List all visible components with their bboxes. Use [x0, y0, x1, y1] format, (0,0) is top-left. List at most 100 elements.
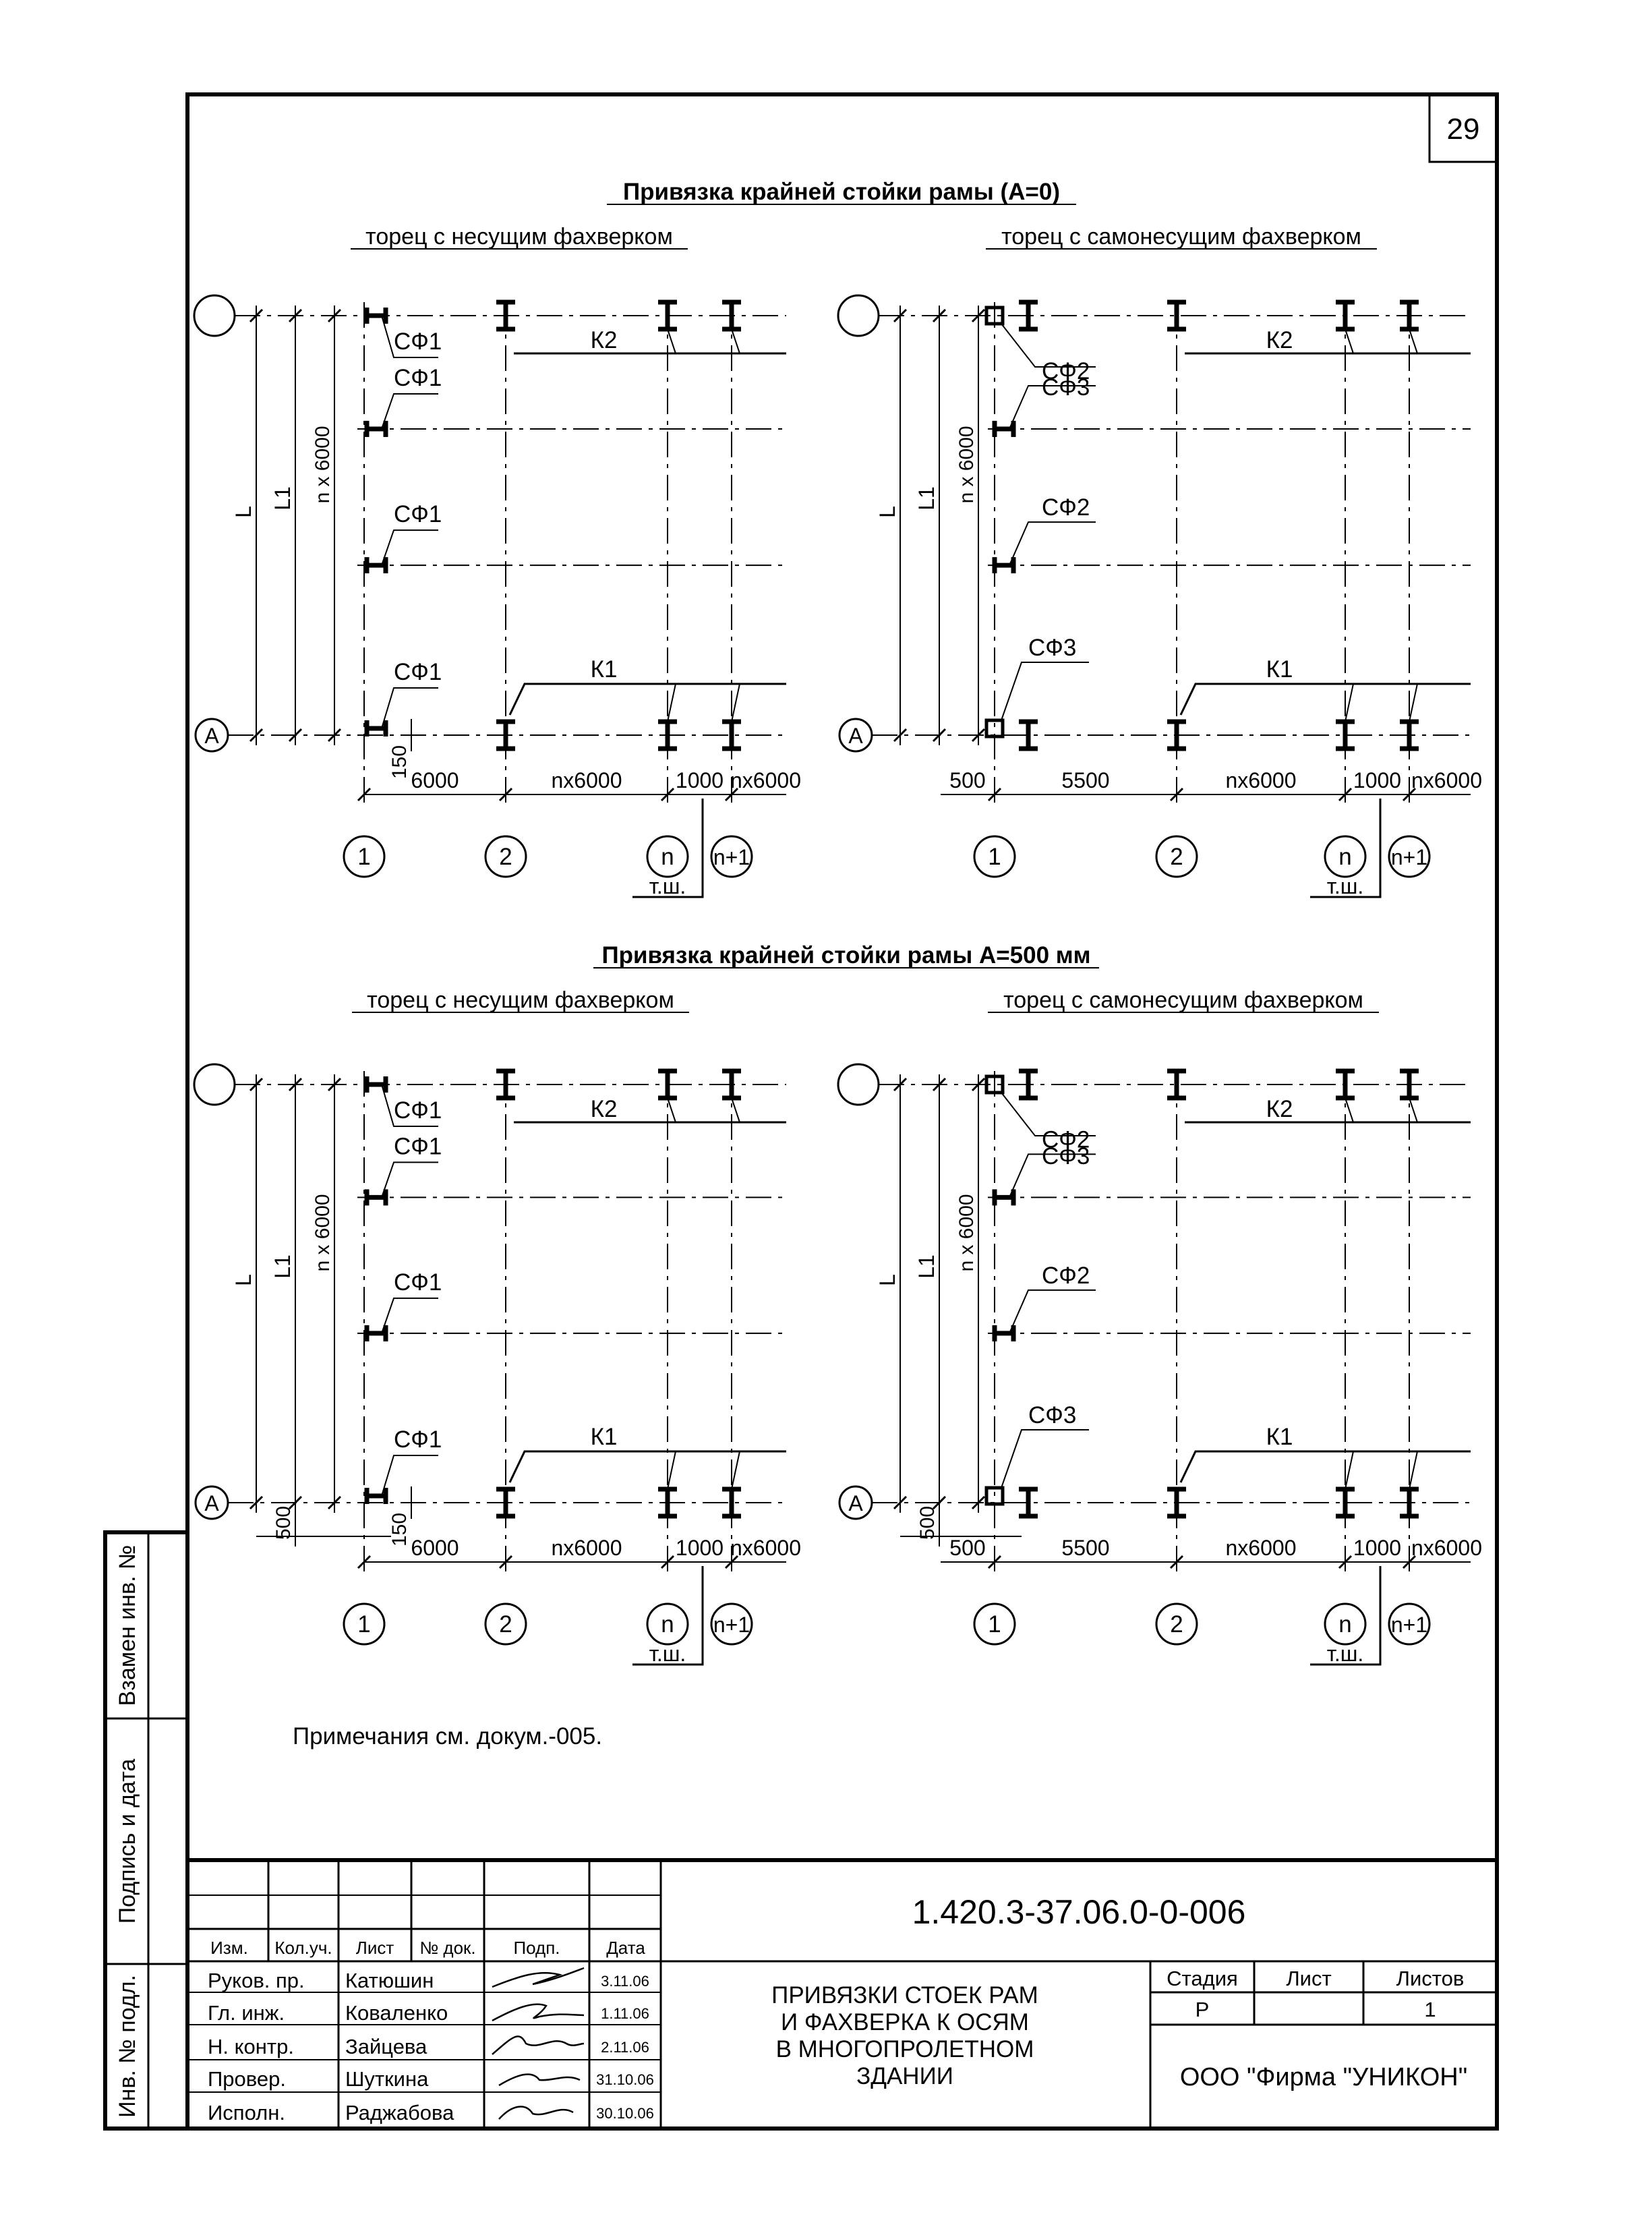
axis-bubble-1: 1 [973, 835, 1016, 878]
label-sf3-top: СФ3 [1042, 374, 1090, 401]
temperature-joint-label: т.ш. [649, 874, 686, 898]
column-leader [731, 683, 740, 722]
dimension-tick [932, 1077, 947, 1092]
dimension-tick [971, 1495, 986, 1510]
leader-sf1 [381, 529, 438, 566]
temperature-joint-label: т.ш. [649, 1642, 686, 1666]
dimension-tick [932, 728, 947, 743]
dimension-tick [327, 308, 342, 323]
frame-column-top [496, 299, 515, 332]
dim-label-horizontal: 1000 [676, 768, 724, 792]
frame-column-bottom [1167, 719, 1186, 751]
column-leader [667, 328, 676, 354]
column-leader [731, 1097, 740, 1123]
axis-bubble-circle [193, 294, 236, 337]
signer-name: Зайцева [345, 2035, 427, 2058]
dim-label-horizontal: 6000 [411, 1536, 459, 1560]
beam-k2-label: К2 [591, 327, 618, 353]
signer-role: Руков. пр. [208, 1969, 305, 1992]
column-leader [1345, 683, 1354, 722]
axis-bubble-label: А [204, 1491, 219, 1515]
column-leader [1409, 1097, 1418, 1123]
axis-bubble-label: n+1 [713, 1613, 750, 1637]
leader-sf1 [381, 687, 438, 729]
signer-name: Катюшин [345, 1969, 434, 1992]
frame-column-top [1336, 299, 1355, 332]
sheets-label: Листов [1396, 1967, 1465, 1990]
dim-label-horizontal: 5500 [1061, 768, 1109, 792]
section-1-title: Привязка крайней стойки рамы (А=0) [623, 179, 1060, 205]
axis-bubble-n: n [1324, 835, 1367, 878]
dimension-tick [288, 308, 303, 323]
leader-sf1 [381, 315, 438, 358]
section-1-right-caption: торец с самонесущим фахверком [1001, 224, 1361, 250]
leader-sf3-top [1001, 1092, 1096, 1136]
beam-k1-label: К1 [1266, 1424, 1293, 1450]
fachwerk-post-sf1 [364, 308, 388, 324]
leader-sf2 [1009, 384, 1096, 430]
frame-column-bottom [1019, 1486, 1038, 1519]
dimension-tick [357, 787, 372, 802]
dim-label-L1: L1 [270, 486, 295, 511]
dimension-tick [249, 308, 264, 323]
signer-role: Исполн. [208, 2101, 285, 2124]
temperature-joint-label: т.ш. [1327, 1642, 1364, 1666]
dim-label-150: 150 [388, 745, 411, 779]
leader-sf1 [381, 1161, 438, 1198]
axis-bubble-circle [710, 1602, 753, 1646]
side-stamp-strip: Взамен инв. № Подпись и дата Инв. № подл… [103, 1530, 189, 2131]
fachwerk-post-sf1 [364, 1189, 388, 1206]
axis-bubble-2: 2 [484, 1602, 527, 1646]
section-1-left-caption: торец с несущим фахверком [365, 224, 673, 250]
axis-bubble-circle [1388, 835, 1431, 878]
frame-column-top [1336, 1068, 1355, 1101]
axis-bubble-label: 2 [499, 844, 512, 870]
dimension-tick [1338, 1555, 1353, 1569]
hdr-date: Дата [606, 1938, 645, 1958]
frame-column-bottom [1019, 719, 1038, 751]
axis-bubble-circle [1324, 1602, 1367, 1646]
axis-bubble-top [193, 294, 236, 337]
dim-label-n6000: n x 6000 [312, 426, 334, 503]
dim-label-horizontal: 500 [949, 768, 985, 792]
axis-bubble-a: А [194, 1485, 229, 1520]
temperature-joint-bracket [1310, 1566, 1382, 1666]
axis-bubble-circle [484, 835, 527, 878]
axis-bubble-label: А [848, 1491, 863, 1515]
dim-label-horizontal: 1000 [676, 1536, 724, 1560]
axis-bubble-n: n [646, 835, 689, 878]
dim-label-horizontal: 500 [949, 1536, 985, 1560]
dim-label-L1: L1 [270, 1254, 295, 1279]
axis-bubble-n1: n+1 [710, 835, 753, 878]
hdr-izm: Изм. [210, 1938, 248, 1958]
fachwerk-post-sf3-bottom [984, 718, 1005, 739]
column-leader [731, 1451, 740, 1490]
dimension-tick [724, 1555, 739, 1569]
signatures [492, 1967, 585, 2120]
axis-bubble-label: n [661, 844, 674, 870]
axis-bubble-label: n+1 [1391, 845, 1427, 869]
page-number-box: 29 [1428, 94, 1497, 163]
dim-label-L: L [875, 1274, 899, 1286]
stage-value: Р [1196, 1998, 1210, 2021]
section-2-right-caption: торец с самонесущим фахверком [1003, 987, 1363, 1013]
beam-k2-label: К2 [1266, 327, 1293, 353]
fachwerk-post-sf3-top [984, 1074, 1005, 1095]
column-leader [731, 328, 740, 354]
dimension-tick [1402, 1555, 1417, 1569]
axis-bubble-1: 1 [973, 1602, 1016, 1646]
frame-column-top [1167, 299, 1186, 332]
dimension-tick [660, 1555, 675, 1569]
frame-column-top [1019, 299, 1038, 332]
axis-bubble-circle [837, 294, 880, 337]
drawing-title-line-4: ЗДАНИИ [856, 2063, 953, 2089]
axis-bubble-circle [1155, 1602, 1198, 1646]
frame-column-bottom [1167, 1486, 1186, 1519]
frame-column-bottom [496, 719, 515, 751]
label-sf3-top: СФ3 [1042, 1143, 1090, 1169]
dim-label-horizontal: nx6000 [1226, 1536, 1297, 1560]
fachwerk-post-sf1 [364, 1076, 388, 1093]
signer-role: Провер. [208, 2067, 286, 2091]
label-sf2: СФ2 [1042, 1263, 1090, 1289]
